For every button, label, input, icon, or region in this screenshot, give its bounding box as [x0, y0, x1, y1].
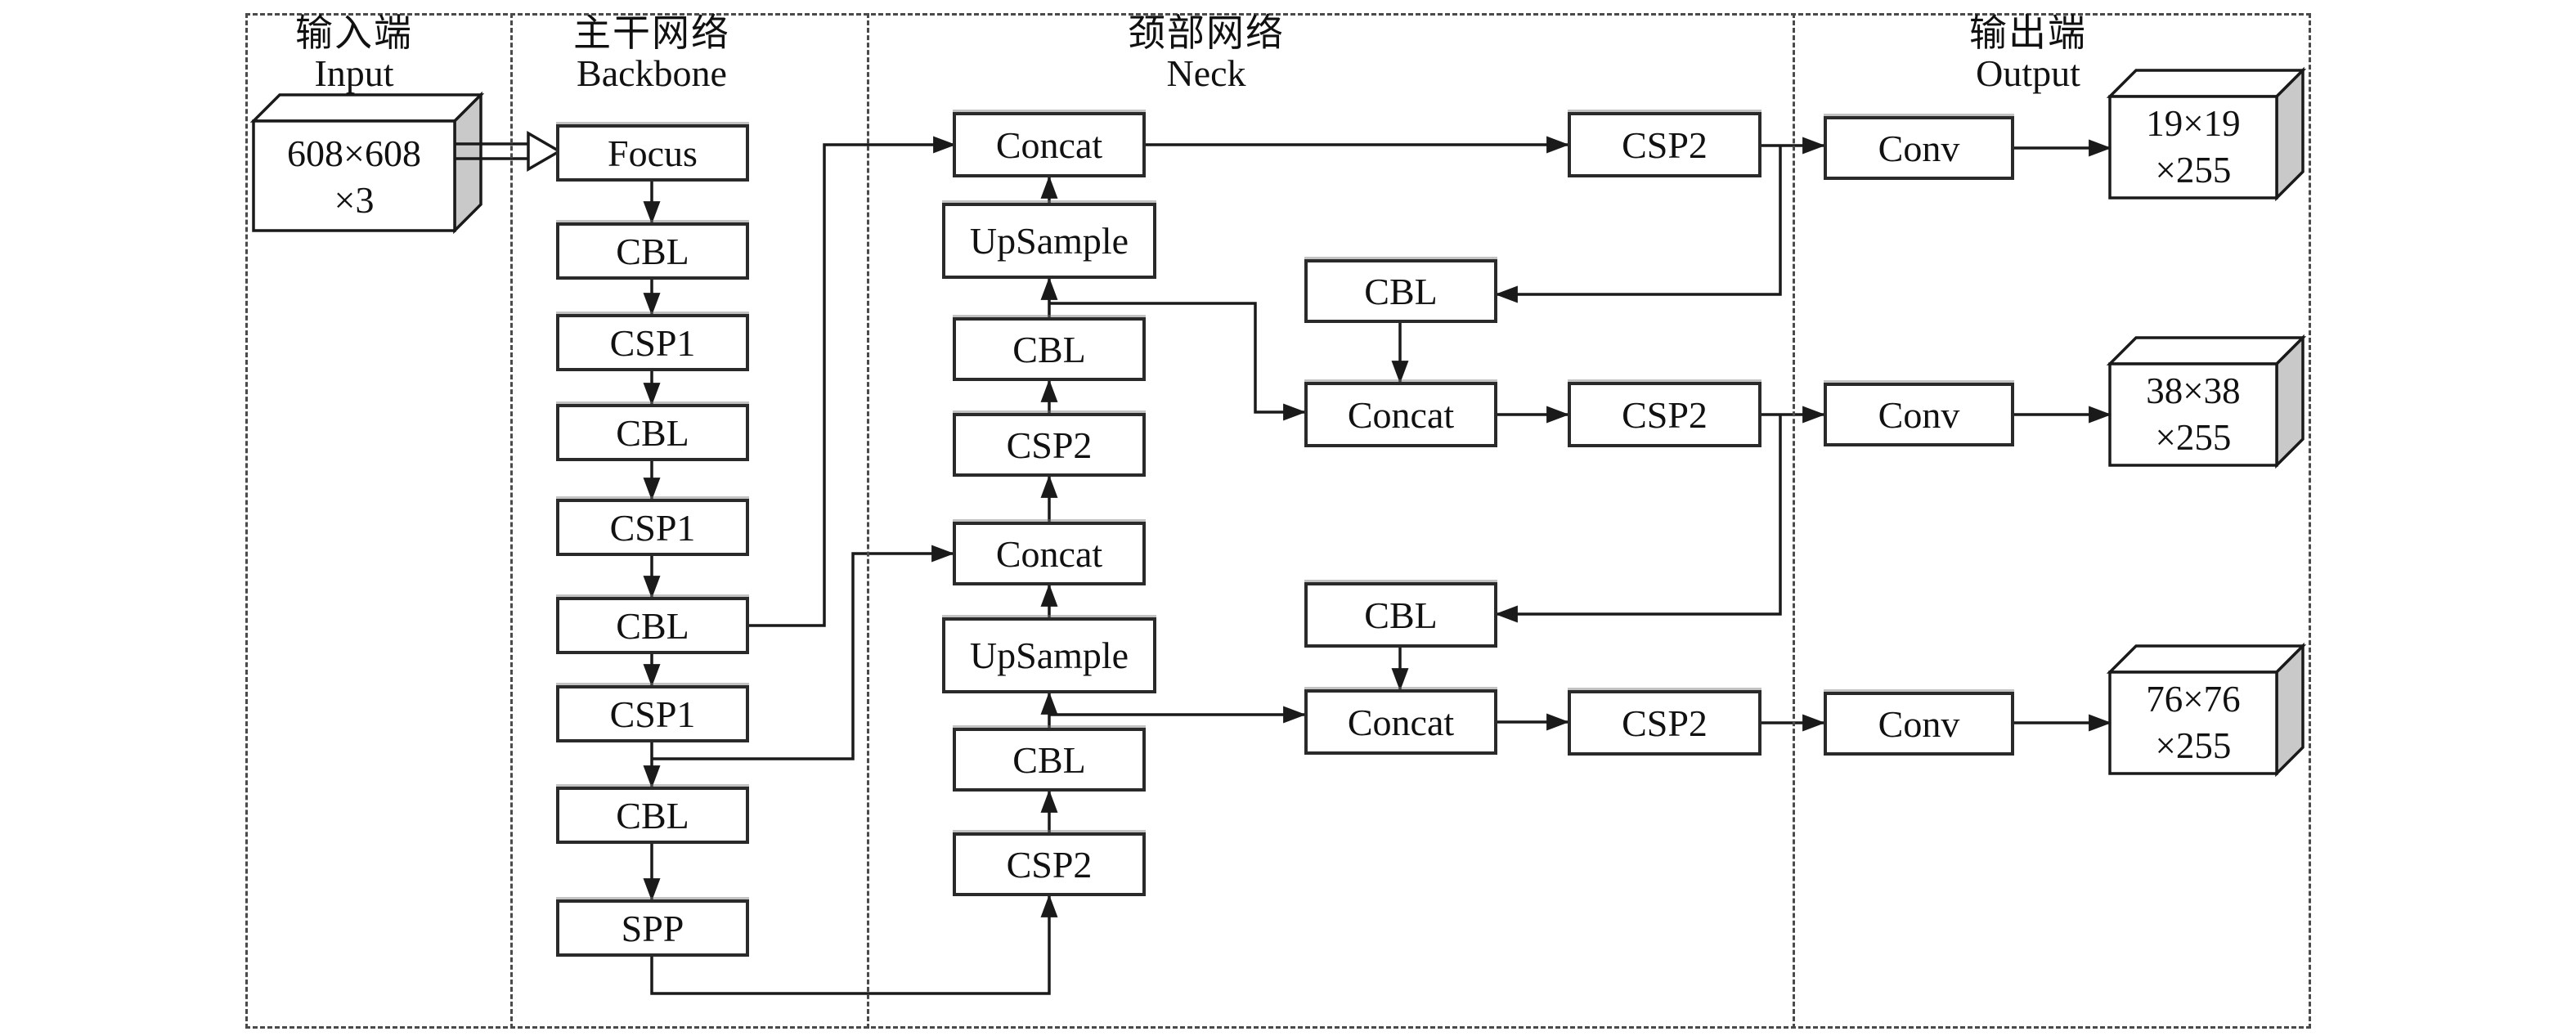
input-hollow-arrow-icon	[456, 130, 563, 173]
output-tensor-19-line2: ×255	[2155, 150, 2232, 191]
node-concat-out-3: Concat	[1304, 689, 1497, 755]
node-focus: Focus	[556, 124, 749, 182]
node-backbone-cbl-1: CBL	[556, 222, 749, 280]
output-tensor-label-76: 76×76 ×255	[2112, 677, 2275, 769]
output-tensor-76-line1: 76×76	[2146, 679, 2241, 720]
skip-connection-backbone-to-concat-mid	[652, 545, 955, 760]
node-neck-cbl-up-bottom: CBL	[953, 728, 1146, 792]
output-tensor-19-line1: 19×19	[2146, 103, 2241, 144]
node-backbone-cbl-3: CBL	[556, 597, 749, 654]
divider-input-backbone	[510, 13, 513, 1029]
spp-to-neck-line	[650, 894, 1058, 995]
output-tensor-cube-19	[2106, 66, 2307, 202]
output-title-en: Output	[1976, 52, 2080, 94]
output-title-zh: 输出端	[1969, 12, 2087, 54]
node-upsample-bottom: UpSample	[942, 617, 1156, 693]
outer-dashed-border	[245, 13, 2311, 1029]
section-header-neck: 颈部网络 Neck	[1084, 13, 1329, 93]
node-conv-3: Conv	[1824, 692, 2014, 756]
csp2-row1-down-branch	[1494, 145, 1782, 303]
node-csp2-out-3: CSP2	[1568, 690, 1761, 756]
node-neck-cbl-down-1: CBL	[1304, 259, 1497, 323]
section-header-backbone: 主干网络 Backbone	[529, 13, 774, 93]
output-tensor-38-line2: ×255	[2155, 417, 2232, 458]
node-backbone-cbl-2: CBL	[556, 404, 749, 461]
input-title-zh: 输入端	[295, 12, 413, 54]
output-tensor-label-38: 38×38 ×255	[2112, 369, 2275, 460]
node-concat-top: Concat	[953, 112, 1146, 177]
node-conv-1: Conv	[1824, 116, 2014, 180]
node-conv-2: Conv	[1824, 383, 2014, 446]
divider-neck-output	[1793, 13, 1795, 1029]
csp2-row2-down-branch	[1494, 415, 1782, 623]
output-tensor-cube-76	[2106, 642, 2307, 778]
node-backbone-cbl-4: CBL	[556, 787, 749, 844]
input-tensor-line2: ×3	[334, 179, 375, 221]
input-tensor-line1: 608×608	[287, 132, 421, 174]
cbl-branch-to-concat-out2	[1049, 302, 1307, 421]
input-title-en: Input	[314, 52, 394, 94]
backbone-title-zh: 主干网络	[573, 12, 730, 54]
node-backbone-csp1-2: CSP1	[556, 499, 749, 556]
neck-title-zh: 颈部网络	[1128, 12, 1285, 54]
backbone-title-en: Backbone	[577, 52, 727, 94]
output-tensor-cube-38	[2106, 334, 2307, 469]
node-concat-out-2: Concat	[1304, 382, 1497, 447]
node-backbone-csp1-3: CSP1	[556, 685, 749, 742]
divider-backbone-neck	[867, 13, 869, 1029]
node-neck-csp2-mid: CSP2	[953, 413, 1146, 477]
node-csp2-out-1: CSP2	[1568, 112, 1761, 177]
section-header-input: 输入端 Input	[231, 13, 477, 93]
node-spp: SPP	[556, 899, 749, 957]
node-neck-cbl-down-2: CBL	[1304, 582, 1497, 648]
skip-connection-backbone-to-concat-top	[748, 136, 957, 627]
section-header-output: 输出端 Output	[1905, 13, 2151, 93]
input-tensor-label: 608×608 ×3	[255, 128, 453, 226]
node-upsample-top: UpSample	[942, 203, 1156, 279]
node-neck-cbl-up-top: CBL	[953, 317, 1146, 381]
output-tensor-38-line1: 38×38	[2146, 370, 2241, 411]
input-tensor-cube	[249, 91, 485, 235]
node-backbone-csp1-1: CSP1	[556, 314, 749, 371]
output-tensor-label-19: 19×19 ×255	[2112, 101, 2275, 193]
output-tensor-76-line2: ×255	[2155, 725, 2232, 766]
neck-title-en: Neck	[1166, 52, 1246, 94]
node-neck-csp2-bottom: CSP2	[953, 832, 1146, 896]
node-concat-mid: Concat	[953, 522, 1146, 585]
node-csp2-out-2: CSP2	[1568, 382, 1761, 447]
